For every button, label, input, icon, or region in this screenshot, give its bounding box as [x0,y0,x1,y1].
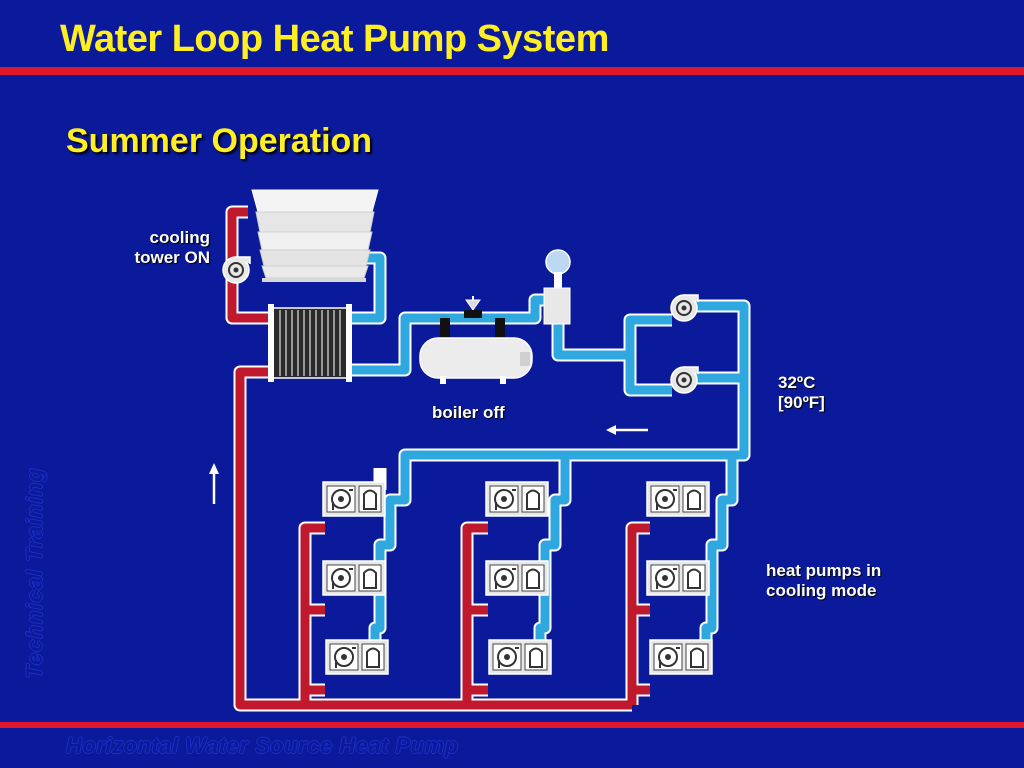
tower-pump-icon [222,256,251,284]
cooling-tower-icon [251,189,379,282]
boiler-icon [419,296,533,384]
heat-pump-unit-icon [488,639,552,675]
supply-pipes [348,251,751,665]
temperature-fahrenheit: [90ºF] [778,393,825,412]
heat-exchanger-icon [268,304,352,382]
circulating-pump-2-icon [670,366,699,394]
cooling-tower-label: cooling tower ON [110,228,210,268]
heat-pump-unit-icon [646,560,710,596]
title-divider [0,67,1024,75]
temperature-celsius: 32ºC [778,373,816,392]
return-pipes [225,205,650,712]
footer-divider [0,722,1024,728]
heat-pumps-label-line1: heat pumps in [766,561,882,580]
temperature-label: 32ºC [90ºF] [778,373,825,413]
flow-arrow-left-icon [606,425,648,435]
heat-pump-unit-icon [485,560,549,596]
subtitle: Summer Operation [66,122,373,160]
cooling-tower-label-line1: cooling [149,228,210,247]
heat-pump-unit-icon [322,560,386,596]
cooling-tower-label-line2: tower ON [134,248,210,267]
heat-pump-unit-icon [322,481,386,517]
footer-watermark: Horizontal Water Source Heat Pump [66,733,459,758]
heat-pump-unit-icon [325,639,389,675]
expansion-tank-icon [543,249,571,325]
heat-pumps-label-line2: cooling mode [766,581,877,600]
heat-pump-unit-icon [649,639,713,675]
flow-arrow-up-icon [209,463,219,504]
heat-pump-units [322,481,713,675]
page-title: Water Loop Heat Pump System [60,18,609,60]
heat-pumps-label: heat pumps in cooling mode [766,561,881,601]
heat-pump-unit-icon [646,481,710,517]
side-watermark: Technical Training [22,467,47,679]
circulating-pump-1-icon [670,294,699,322]
heat-pump-unit-icon [485,481,549,517]
boiler-label: boiler off [432,403,505,422]
